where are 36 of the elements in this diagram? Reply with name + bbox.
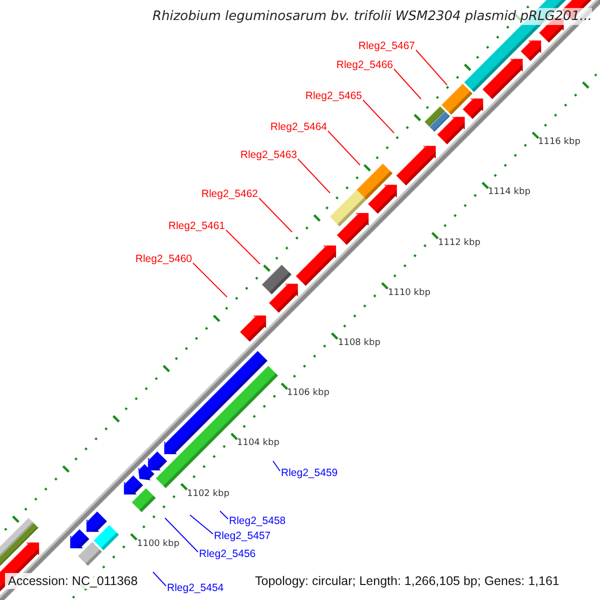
tick-label: 1102 kbp (187, 489, 230, 500)
leader-line (272, 460, 280, 472)
tick-label: 1110 kbp (388, 288, 430, 299)
leader-line (328, 130, 360, 166)
gene-label: Rleg2_5464 (270, 121, 327, 134)
gene-label: Rleg2_5459 (281, 467, 338, 480)
tick-label: 1108 kbp (338, 338, 380, 349)
tick-label: 1104 kbp (237, 438, 280, 449)
tick-label: 1100 kbp (137, 539, 180, 550)
tick-label: 1112 kbp (438, 238, 480, 249)
gene-label: Rleg2_5454 (167, 582, 224, 595)
gene-label: Rleg2_5465 (305, 90, 362, 103)
leader-line (192, 262, 228, 298)
gene-label: Rleg2_5467 (358, 40, 415, 53)
gene-label: Rleg2_5466 (336, 59, 393, 72)
title: Rhizobium leguminosarum bv. trifolii WSM2304 plasmid pRLG201... (152, 8, 592, 25)
leader-line (190, 514, 214, 534)
leader-line (394, 68, 422, 100)
gene-label: Rleg2_5463 (240, 149, 297, 162)
tick-label: 1106 kbp (287, 388, 330, 399)
tick-label: 1114 kbp (488, 187, 530, 198)
tick-label: 1116 kbp (538, 137, 580, 148)
leader-line (416, 50, 448, 86)
gene-label: Rleg2_5458 (229, 515, 286, 528)
leader-line (164, 518, 198, 552)
leader-line (226, 230, 260, 264)
gene-label: Rleg2_5457 (214, 530, 271, 543)
leader-line (258, 198, 292, 232)
leader-line (220, 510, 228, 520)
leader-line (298, 158, 330, 194)
gene-label: Rleg2_5460 (135, 253, 192, 266)
gene-label: Rleg2_5461 (168, 220, 225, 233)
leader-line (152, 572, 166, 586)
leader-line (362, 100, 394, 134)
gene-label: Rleg2_5462 (201, 188, 258, 201)
gene-label: Rleg2_5456 (199, 548, 256, 561)
